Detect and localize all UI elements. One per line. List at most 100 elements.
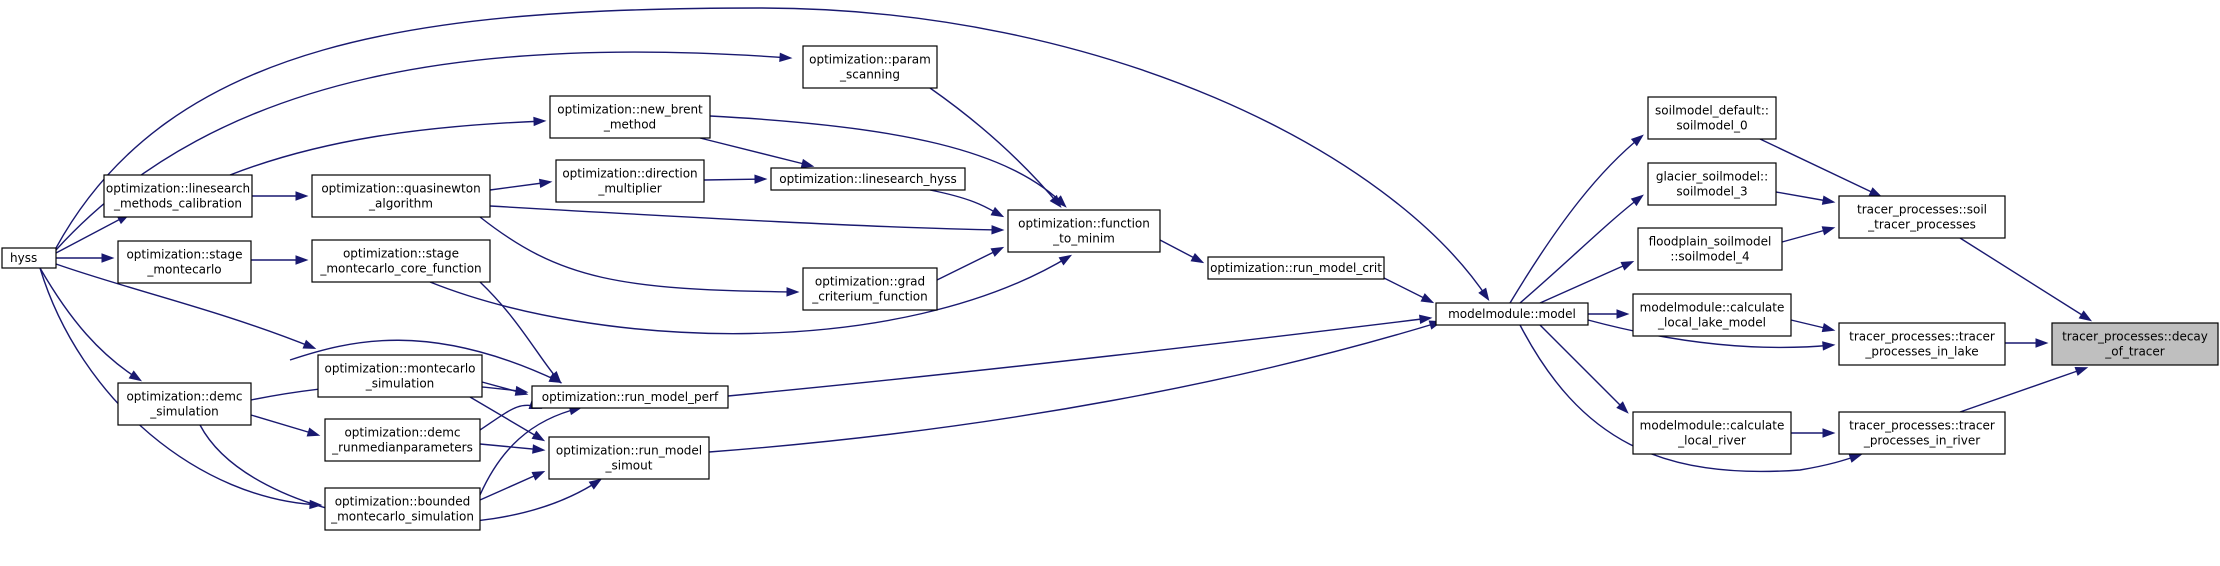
node-calc-lake[interactable]: modelmodule::calculate_local_lake_model — [1632, 293, 1792, 337]
node-quasinewton[interactable]: optimization::quasinewton_algorithm — [311, 174, 491, 218]
arrowhead-icon — [548, 373, 563, 384]
node-stage-montecarlo[interactable]: optimization::stage_montecarlo — [117, 240, 252, 284]
node-label-line: _simulation — [149, 405, 219, 419]
edge-run-model-perf-to-model — [727, 314, 1433, 397]
node-soilmodel-0[interactable]: soilmodel_default::soilmodel_0 — [1647, 96, 1777, 140]
node-label-line: optimization::function — [1018, 217, 1150, 231]
node-decay[interactable]: tracer_processes::decay_of_tracer — [2051, 322, 2219, 366]
node-label-line: optimization::stage — [343, 247, 459, 261]
edge-soilmodel-4-to-soil-tracer — [1781, 226, 1836, 243]
node-run-model-crit[interactable]: optimization::run_model_crit — [1207, 256, 1385, 280]
edge-soilmodel-3-to-soil-tracer — [1775, 191, 1836, 205]
node-box — [1007, 209, 1161, 253]
node-label-line: optimization::run_model_crit — [1210, 261, 1382, 275]
edge-hyss-to-param-scan — [55, 51, 793, 251]
node-label-line: _local_river — [1677, 434, 1746, 448]
node-box — [1838, 195, 2006, 239]
node-grad[interactable]: optimization::grad_criterium_function — [802, 267, 938, 311]
node-label-line: _runmedianparameters — [331, 441, 473, 455]
arrowhead-icon — [514, 386, 529, 396]
arrowhead-icon — [1058, 254, 1073, 266]
node-direction-mult[interactable]: optimization::direction_multiplier — [555, 159, 705, 203]
edge-demc-sim-to-demc-runmedian — [250, 414, 321, 437]
arrowhead-icon — [2074, 367, 2089, 376]
arrowhead-icon — [302, 339, 317, 349]
node-linesearch-hyss[interactable]: optimization::linesearch_hyss — [770, 167, 966, 191]
node-calc-river[interactable]: modelmodule::calculate_local_river — [1632, 411, 1792, 455]
edge-line — [1959, 367, 2087, 413]
node-soilmodel-3[interactable]: glacier_soilmodel::soilmodel_3 — [1647, 162, 1777, 206]
edge-line — [229, 120, 545, 176]
edge-stage-core-to-function-to-minim — [429, 254, 1073, 335]
edge-line — [1519, 195, 1643, 304]
arrowhead-icon — [1822, 428, 1836, 438]
node-label-line: _method — [603, 118, 656, 132]
node-label-line: _multiplier — [597, 182, 661, 196]
node-run-model-perf[interactable]: optimization::run_model_perf — [531, 385, 729, 409]
node-box — [117, 240, 252, 284]
node-label-line: soilmodel_3 — [1676, 185, 1747, 199]
node-label-line: _tracer_processes — [1867, 218, 1976, 232]
node-box — [531, 385, 729, 409]
node-soil-tracer[interactable]: tracer_processes::soil_tracer_processes — [1838, 195, 2006, 239]
node-label-line: modelmodule::model — [1448, 307, 1576, 321]
edge-montecarlo-sim-to-run-model-perf — [481, 381, 529, 396]
node-demc-sim[interactable]: optimization::demc_simulation — [117, 382, 252, 426]
edge-line — [1509, 135, 1643, 304]
edge-line — [479, 216, 798, 293]
edge-line — [289, 339, 561, 383]
node-box — [548, 436, 710, 480]
node-model[interactable]: modelmodule::model — [1435, 302, 1589, 326]
node-tracer-river[interactable]: tracer_processes::tracer_processes_in_ri… — [1838, 411, 2006, 455]
arrowhead-icon — [991, 225, 1005, 235]
node-box — [317, 354, 483, 398]
node-label-line: optimization::montecarlo — [324, 362, 475, 376]
edge-calc-lake-to-tracer-lake — [1790, 319, 1836, 333]
node-box — [1838, 411, 2006, 455]
edge-line — [469, 396, 544, 441]
node-demc-runmedian[interactable]: optimization::demc_runmedianparameters — [324, 418, 481, 462]
edge-model-to-soilmodel-4 — [1539, 260, 1635, 304]
node-stage-core[interactable]: optimization::stage_montecarlo_core_func… — [311, 239, 491, 283]
node-label-line: optimization::demc — [344, 426, 460, 440]
node-box — [324, 418, 481, 462]
node-label-line: _criterium_function — [811, 290, 928, 304]
node-label-line: _scanning — [839, 68, 900, 82]
node-bounded-mc[interactable]: optimization::bounded_montecarlo_simulat… — [324, 487, 481, 531]
node-label-line: modelmodule::calculate — [1640, 419, 1785, 433]
node-tracer-lake[interactable]: tracer_processes::tracer_processes_in_la… — [1838, 322, 2006, 366]
edge-line — [489, 205, 1003, 231]
node-run-model-simout[interactable]: optimization::run_model_simout — [548, 436, 710, 480]
node-label-line: optimization::linesearch_hyss — [779, 172, 956, 186]
arrowhead-icon — [1478, 287, 1490, 302]
node-box — [1632, 411, 1792, 455]
node-box — [117, 382, 252, 426]
node-linesearch-methods[interactable]: optimization::linesearch_methods_calibra… — [103, 174, 253, 218]
node-hyss[interactable]: hyss — [1, 247, 57, 269]
arrowhead-icon — [2035, 338, 2049, 348]
node-function-to-minim[interactable]: optimization::function_to_minim — [1007, 209, 1161, 253]
node-box — [1637, 227, 1783, 271]
node-label-line: _processes_in_lake — [1864, 345, 1978, 359]
node-param-scan[interactable]: optimization::param_scanning — [802, 45, 938, 89]
edge-line — [1539, 324, 1628, 413]
node-montecarlo-sim[interactable]: optimization::montecarlo_simulation — [317, 354, 483, 398]
edge-line — [429, 255, 1071, 335]
edge-tracer-river-to-decay — [1959, 367, 2089, 413]
edge-model-to-calc-river — [1539, 324, 1629, 414]
node-soilmodel-4[interactable]: floodplain_soilmodel::soilmodel_4 — [1637, 227, 1783, 271]
arrowhead-icon — [1419, 314, 1433, 324]
edge-soilmodel-0-to-soil-tracer — [1759, 138, 1883, 198]
edge-line — [708, 321, 1441, 453]
edge-hyss-to-demc-sim — [39, 267, 143, 382]
node-label-line: _local_lake_model — [1657, 316, 1766, 330]
node-label-line: tracer_processes::decay — [2062, 330, 2208, 344]
node-label-line: ::soilmodel_4 — [1670, 250, 1749, 264]
edge-line — [1587, 319, 1834, 349]
node-new-brent[interactable]: optimization::new_brent_method — [549, 95, 711, 139]
node-box — [1435, 302, 1589, 326]
node-label-line: _montecarlo_core_function — [319, 262, 481, 276]
arrowhead-icon — [306, 427, 321, 437]
edge-stage-montecarlo-to-stage-core — [251, 255, 309, 265]
